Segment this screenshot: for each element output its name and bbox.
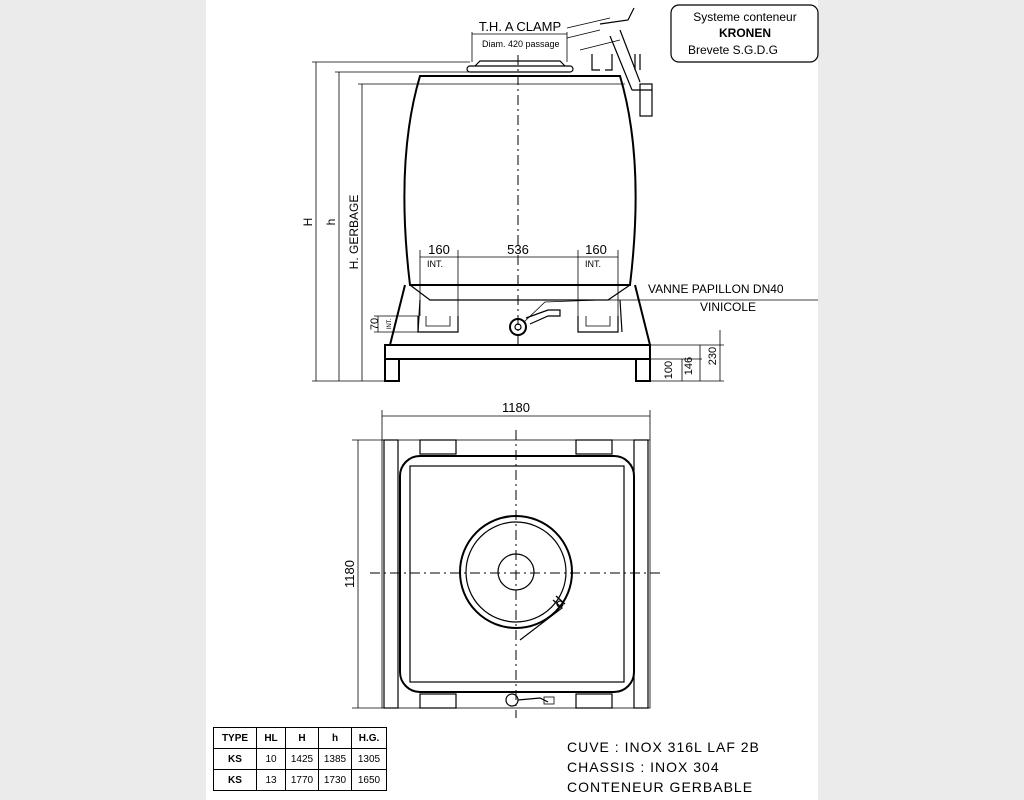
dim-width-label: 1180 bbox=[502, 400, 530, 415]
side-view: T.H. A CLAMP Diam. 420 passage bbox=[301, 7, 818, 382]
top-hatch-label: T.H. A CLAMP bbox=[479, 19, 561, 34]
int-right: INT. bbox=[585, 259, 601, 269]
top-hatch-sublabel: Diam. 420 passage bbox=[482, 39, 560, 49]
cell-type: KS bbox=[213, 769, 257, 791]
dim-depth-label: 1180 bbox=[342, 560, 357, 588]
table-row: KS 13 1770 1730 1650 bbox=[213, 769, 387, 791]
dim-H-label: H bbox=[301, 218, 315, 227]
base-foot-left bbox=[384, 358, 400, 382]
cell-H: 1770 bbox=[285, 769, 319, 791]
int-left: INT. bbox=[427, 259, 443, 269]
table-row: KS 10 1425 1385 1305 bbox=[213, 748, 387, 770]
cell-hl: 10 bbox=[256, 748, 286, 770]
dim-100: 100 bbox=[663, 361, 675, 379]
col-hl: HL bbox=[256, 727, 286, 749]
dim-536: 536 bbox=[507, 242, 529, 257]
stack-post bbox=[639, 83, 653, 117]
clamp-lever bbox=[519, 595, 566, 641]
base-foot-right bbox=[635, 358, 651, 382]
fork-pocket-top-right bbox=[575, 439, 613, 455]
hatch-center bbox=[497, 553, 535, 591]
title-line-2: KRONEN bbox=[719, 26, 771, 40]
valve-label-1: VANNE PAPILLON DN40 bbox=[648, 282, 784, 296]
cell-h: 1730 bbox=[318, 769, 352, 791]
dim-70-label: 70 bbox=[369, 318, 381, 330]
dim-146: 146 bbox=[683, 357, 695, 375]
fork-pocket-top-left bbox=[419, 439, 457, 455]
col-hg: H.G. bbox=[351, 727, 387, 749]
title-line-1: Systeme conteneur bbox=[693, 10, 796, 24]
cell-hg: 1650 bbox=[351, 769, 387, 791]
dim-gerbage-label: H. GERBAGE bbox=[347, 195, 361, 270]
spec-table: TYPE HL H h H.G. KS 10 1425 1385 1305 KS… bbox=[213, 727, 387, 791]
hatch-lid bbox=[474, 60, 566, 67]
spec-table-header-row: TYPE HL H h H.G. bbox=[213, 727, 387, 749]
hatch-outer-ring bbox=[459, 515, 573, 629]
stack-arm bbox=[599, 7, 641, 91]
hatch-inner-ring bbox=[465, 521, 567, 623]
fork-channel-left bbox=[417, 316, 459, 333]
col-h: h bbox=[318, 727, 352, 749]
cell-H: 1425 bbox=[285, 748, 319, 770]
col-type: TYPE bbox=[213, 727, 257, 749]
valve-leader bbox=[523, 299, 601, 323]
stack-bracket bbox=[591, 54, 641, 71]
title-block-frame bbox=[670, 4, 819, 63]
note-line-1: CUVE : INOX 316L LAF 2B bbox=[567, 739, 760, 755]
dim-160-left: 160 bbox=[428, 242, 450, 257]
hatch-clamp bbox=[466, 65, 574, 73]
base-frame bbox=[384, 344, 651, 360]
top-view: 1180 1180 bbox=[342, 400, 662, 718]
col-H: H bbox=[285, 727, 319, 749]
note-line-2: CHASSIS : INOX 304 bbox=[567, 759, 720, 775]
note-line-3: CONTENEUR GERBABLE bbox=[567, 779, 753, 795]
dim-160-right: 160 bbox=[585, 242, 607, 257]
title-line-3: Brevete S.G.D.G bbox=[688, 43, 778, 57]
cell-hl: 13 bbox=[256, 769, 286, 791]
dim-h-label: h bbox=[324, 219, 338, 226]
cell-type: KS bbox=[213, 748, 257, 770]
stack-bracket-lines bbox=[566, 17, 621, 51]
title-block: Systeme conteneur KRONEN Brevete S.G.D.G bbox=[670, 4, 819, 63]
tank-outline bbox=[399, 455, 635, 693]
valve-label-2: VINICOLE bbox=[700, 300, 756, 314]
valve-handle bbox=[525, 309, 561, 325]
dim-230: 230 bbox=[707, 347, 719, 365]
cell-hg: 1305 bbox=[351, 748, 387, 770]
butterfly-valve bbox=[509, 318, 527, 336]
dim-70-int: INT. bbox=[387, 318, 393, 329]
cell-h: 1385 bbox=[318, 748, 352, 770]
tank-inner bbox=[409, 465, 625, 683]
notes: CUVE : INOX 316L LAF 2B CHASSIS : INOX 3… bbox=[567, 739, 760, 795]
fork-channel-right bbox=[577, 316, 619, 333]
drawing-sheet bbox=[206, 0, 818, 800]
frame-legs bbox=[389, 284, 651, 346]
